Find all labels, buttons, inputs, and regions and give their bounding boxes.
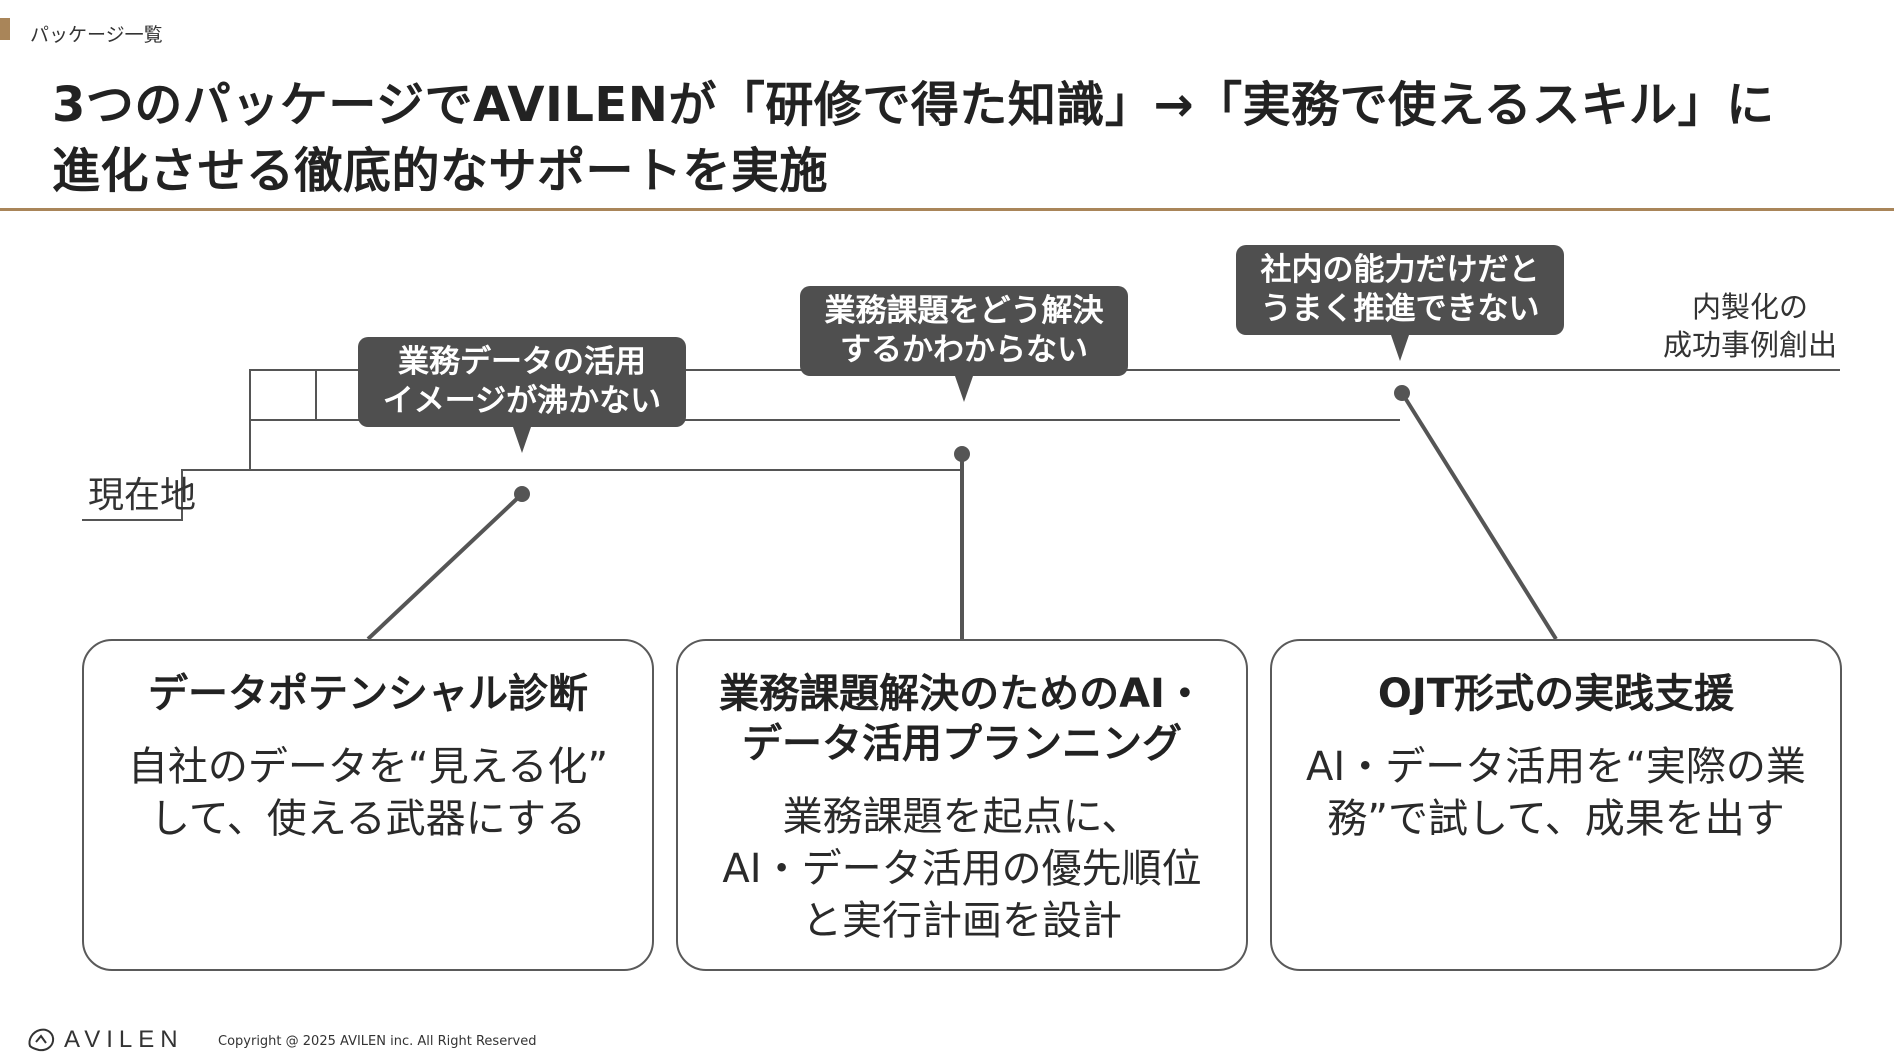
package-description: 自社のデータを“見える化” して、使える武器にする: [127, 744, 609, 842]
section-label: パッケージ一覧: [30, 24, 163, 46]
package-description: 業務課題を起点に、 AI・データ活用の優先順位 と実行計画を設計: [722, 794, 1202, 944]
step-line-level-3: [315, 369, 1840, 420]
challenge-callout-2: 業務課題をどう解決 するかわからない: [800, 286, 1128, 402]
avilen-logo-icon: [28, 1028, 55, 1052]
milestone-dot-2: [954, 446, 970, 462]
copyright-text: Copyright @ 2025 AVILEN inc. All Right R…: [218, 1034, 537, 1049]
package-card-planning: 業務課題解決のためのAI・ データ活用プランニング 業務課題を起点に、 AI・デ…: [676, 639, 1248, 971]
current-position-label: 現在地: [88, 475, 197, 516]
milestone-dot-3: [1394, 385, 1410, 401]
connector-3: [1400, 391, 1558, 641]
section-marker: [0, 18, 10, 40]
step-line-middle: [249, 369, 316, 420]
challenge-callout-1: 業務データの活用 イメージが沸かない: [358, 337, 686, 453]
footer-logo-text: AVILEN: [64, 1026, 184, 1053]
package-title: 業務課題解決のためのAI・ データ活用プランニング: [719, 671, 1205, 767]
footer-logo: AVILEN: [26, 1026, 184, 1054]
connector-1: [366, 492, 524, 641]
milestone-dot-1: [514, 486, 530, 502]
package-description: AI・データ活用を“実際の業 務”で試して、成果を出す: [1306, 744, 1806, 842]
page-title: 3つのパッケージでAVILENが「研修で得た知識」→「実務で使えるスキル」に 進…: [52, 77, 1775, 199]
package-title: OJT形式の実践支援: [1377, 671, 1735, 717]
package-card-ojt-support: OJT形式の実践支援 AI・データ活用を“実際の業 務”で試して、成果を出す: [1270, 639, 1842, 971]
goal-label: 内製化の 成功事例創出: [1662, 290, 1837, 362]
package-card-data-potential: データポテンシャル診断 自社のデータを“見える化” して、使える武器にする: [82, 639, 654, 971]
package-title: データポテンシャル診断: [148, 671, 588, 717]
challenge-callout-3: 社内の能力だけだと うまく推進できない: [1236, 245, 1564, 361]
title-divider: [0, 208, 1894, 211]
